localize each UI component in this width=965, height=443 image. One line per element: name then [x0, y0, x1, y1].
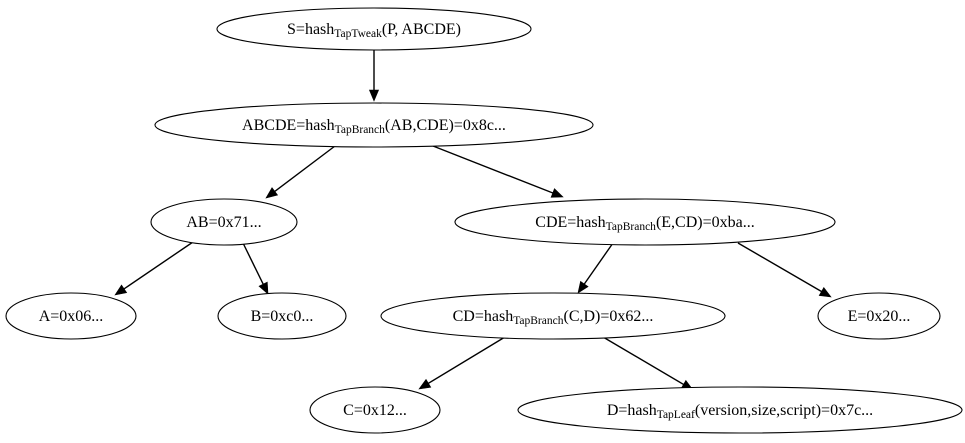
edge-cde-to-e — [737, 242, 832, 298]
edge-arrowhead — [265, 187, 279, 199]
node-cd[interactable]: CD=hashTapBranch(C,D)=0x62... — [380, 292, 726, 340]
node-label: S=hashTapTweak(P, ABCDE) — [287, 21, 461, 40]
node-s[interactable]: S=hashTapTweak(P, ABCDE) — [216, 7, 532, 51]
node-label: CD=hashTapBranch(C,D)=0x62... — [453, 308, 654, 327]
node-ellipse — [454, 198, 836, 246]
node-ellipse — [309, 386, 441, 434]
edge-cd-to-c — [418, 336, 506, 390]
edge-cde-to-cd — [577, 242, 614, 294]
edges-layer — [114, 50, 832, 391]
node-ellipse — [150, 198, 298, 246]
node-label: C=0x12... — [343, 402, 407, 419]
node-ellipse — [817, 292, 941, 340]
edge-line — [582, 242, 614, 286]
node-ellipse — [5, 292, 137, 340]
node-label-subscript: TapLeaf — [657, 409, 695, 421]
node-label: E=0x20... — [848, 308, 911, 325]
node-ab[interactable]: AB=0x71... — [150, 198, 298, 246]
node-label: ABCDE=hashTapBranch(AB,CDE)=0x8c... — [242, 117, 506, 136]
edge-line — [122, 241, 194, 291]
node-e[interactable]: E=0x20... — [817, 292, 941, 340]
edge-line — [273, 145, 336, 193]
edge-ab-to-a — [114, 241, 194, 296]
node-ellipse — [154, 102, 594, 148]
node-ellipse — [380, 292, 726, 340]
node-cde[interactable]: CDE=hashTapBranch(E,CD)=0xba... — [454, 198, 836, 246]
edge-arrowhead — [258, 281, 269, 295]
nodes-layer: S=hashTapTweak(P, ABCDE) ABCDE=hashTapBra… — [5, 7, 963, 434]
node-label: CDE=hashTapBranch(E,CD)=0xba... — [535, 214, 754, 233]
node-label: A=0x06... — [39, 308, 104, 325]
node-label: B=0xc0... — [251, 308, 314, 325]
edge-ab-to-b — [242, 242, 269, 295]
edge-line — [602, 336, 686, 386]
node-label-subscript: TapTweak — [334, 28, 382, 40]
node-abcde[interactable]: ABCDE=hashTapBranch(AB,CDE)=0x8c... — [154, 102, 594, 148]
edge-line — [242, 242, 265, 286]
node-a[interactable]: A=0x06... — [5, 292, 137, 340]
edge-arrowhead — [818, 286, 832, 298]
edge-cd-to-d — [602, 336, 694, 391]
edge-line — [426, 336, 506, 385]
edge-arrowhead — [368, 89, 380, 102]
node-ellipse — [517, 386, 963, 434]
node-b[interactable]: B=0xc0... — [217, 292, 347, 340]
edge-abcde-to-ab — [265, 145, 336, 199]
edge-arrowhead — [114, 284, 128, 296]
edge-arrowhead — [550, 188, 564, 198]
node-c[interactable]: C=0x12... — [309, 386, 441, 434]
node-ellipse — [216, 7, 532, 51]
edge-s-to-abcde — [368, 50, 380, 102]
node-d[interactable]: D=hashTapLeaf(version,size,script)=0x7c.… — [517, 386, 963, 434]
node-label-subscript: TapBranch — [606, 221, 657, 233]
edge-arrowhead — [577, 280, 589, 294]
node-label-subscript: TapBranch — [513, 315, 564, 327]
edge-line — [432, 145, 555, 195]
node-label: AB=0x71... — [186, 214, 261, 231]
node-ellipse — [217, 292, 347, 340]
edge-abcde-to-cde — [432, 145, 564, 198]
node-label-subscript: TapBranch — [335, 124, 386, 136]
edge-line — [737, 242, 824, 293]
node-label: D=hashTapLeaf(version,size,script)=0x7c.… — [607, 402, 873, 421]
edge-arrowhead — [418, 378, 432, 390]
